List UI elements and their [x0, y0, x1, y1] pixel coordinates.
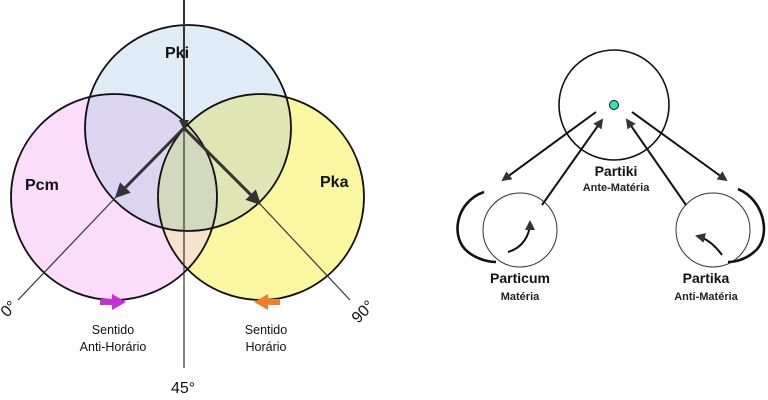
direction-right-line2: Horário: [246, 340, 287, 354]
label-partiki: Partiki: [595, 163, 638, 179]
label-partika: Partika: [683, 270, 730, 286]
arc-partika-outer: [727, 187, 766, 264]
axis-90: [258, 202, 351, 301]
circle-partika: [675, 192, 751, 268]
arrow-particum-to-partiki: [541, 118, 604, 206]
circle-pki-outline: [84, 24, 292, 232]
label-45-degrees: 45°: [171, 380, 195, 397]
circle-particum: [482, 192, 558, 268]
label-pka: Pka: [320, 174, 349, 191]
label-90-degrees: 90°: [349, 298, 378, 327]
clockwise-arrow-icon: [254, 294, 280, 310]
arrow-partika-to-partiki: [625, 118, 687, 206]
direction-left-line2: Anti-Horário: [80, 340, 147, 354]
direction-right-line1: Sentido: [245, 323, 287, 337]
partiki-dot: [609, 100, 619, 110]
particle-cycle-diagram: Partiki Ante-Matéria Particum Matéria Pa…: [456, 49, 766, 303]
axis-0: [17, 195, 118, 301]
arc-particum-outer: [456, 190, 497, 264]
arrow-partiki-to-partika: [631, 111, 728, 182]
curl-arrow-partika: [695, 233, 723, 256]
counterclockwise-arrow-icon: [100, 294, 126, 310]
label-0-degrees: 0°: [0, 298, 21, 321]
direction-left-line1: Sentido: [92, 323, 134, 337]
arrow-to-pcm: [114, 126, 186, 199]
label-pki: Pki: [165, 45, 189, 62]
label-anti-materia: Anti-Matéria: [674, 291, 738, 303]
venn-diagram: Pki Pcm Pka 0° 45° 90° Sentido Anti-Horá…: [0, 0, 378, 397]
label-materia: Matéria: [501, 291, 540, 303]
label-pcm: Pcm: [25, 177, 59, 194]
arrow-partiki-to-particum: [501, 111, 597, 182]
label-ante-materia: Ante-Matéria: [583, 182, 651, 194]
label-particum: Particum: [490, 270, 550, 286]
arrow-to-pka: [182, 126, 262, 206]
curl-arrow-particum: [507, 220, 535, 253]
